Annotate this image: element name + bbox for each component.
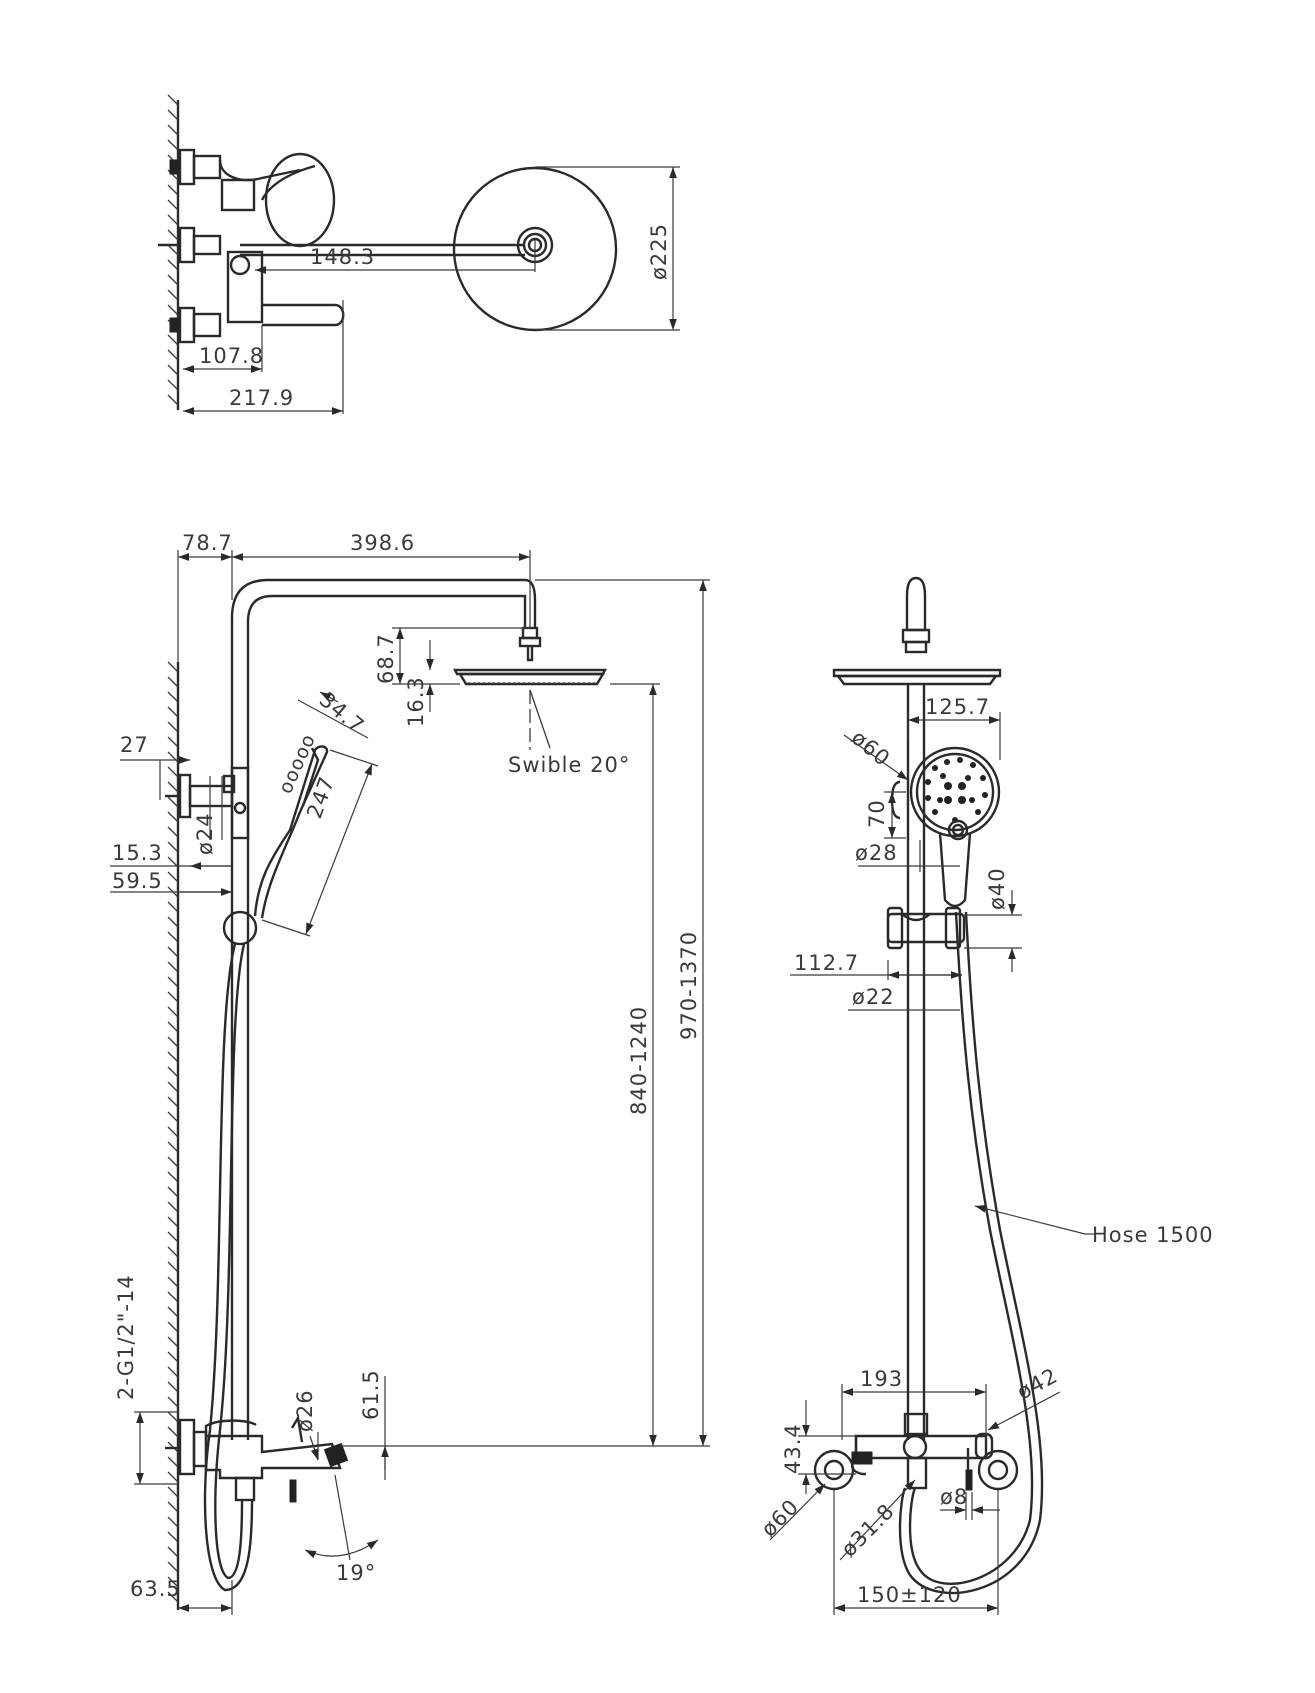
hose-side (203, 943, 254, 1592)
dim-diameter-22: ø22 (852, 985, 895, 1009)
overhead-shower-head-side (453, 626, 607, 750)
dim-840-1240: 840-1240 (627, 1006, 651, 1115)
dim-112-7: 112.7 (794, 951, 859, 975)
dim-970-1370: 970-1370 (677, 931, 701, 1040)
dim-247: 247 (302, 773, 339, 822)
overhead-shower-head-front (832, 668, 1002, 686)
dim-diameter-40: ø40 (985, 867, 1009, 910)
angle-19: 19° (336, 1561, 376, 1585)
hose-front (908, 911, 1034, 1585)
wall-hatching-side (167, 661, 179, 1603)
valve-side (165, 1414, 349, 1503)
dim-27: 27 (120, 733, 149, 757)
dim-148-3: 148.3 (310, 245, 375, 269)
dim-diameter-24: ø24 (193, 812, 217, 855)
dim-diameter-60-top: ø60 (847, 725, 895, 771)
dim-125-7: 125.7 (925, 695, 990, 719)
front-view: 125.7 ø60 70 ø28 ø40 112.7 ø22 Hose 1500… (757, 576, 1214, 1615)
wall-hatching (167, 94, 179, 406)
dim-78-7: 78.7 (182, 531, 233, 555)
dim-398-6: 398.6 (350, 531, 415, 555)
side-view: ooooo (110, 531, 710, 1615)
hand-shower-holder-side (222, 910, 258, 946)
wall-mount-middle (158, 226, 222, 264)
dim-59-5: 59.5 (112, 869, 163, 893)
dim-diameter-60-bottom: ø60 (757, 1494, 804, 1541)
dim-63-5: 63.5 (130, 1577, 181, 1601)
dim-diameter-28: ø28 (855, 841, 898, 865)
dim-61-5: 61.5 (359, 1369, 383, 1420)
swivel-label: Swible 20° (508, 753, 630, 777)
dim-150-120: 150±120 (857, 1583, 962, 1607)
dim-43-4: 43.4 (781, 1423, 805, 1474)
hose-label: Hose 1500 (1092, 1223, 1214, 1247)
dim-70: 70 (865, 799, 889, 828)
dim-diameter-42: ø42 (1013, 1363, 1062, 1404)
dim-diameter-31-8: ø31.8 (837, 1499, 900, 1562)
dim-217-9: 217.9 (229, 386, 294, 410)
dim-diameter-26: ø26 (293, 1389, 317, 1432)
hand-shower-front (909, 746, 1001, 908)
dim-68-7: 68.7 (374, 633, 398, 684)
dim-193: 193 (860, 1367, 903, 1391)
dim-diameter-8: ø8 (940, 1485, 968, 1509)
upper-wall-bracket (165, 766, 250, 840)
dim-107-8: 107.8 (199, 344, 264, 368)
valve-front (813, 1412, 1019, 1491)
dim-diameter-225: ø225 (647, 223, 671, 280)
hand-shower-holder-front (886, 906, 966, 950)
dim-16-3: 16.3 (404, 676, 428, 727)
top-view: 148.3 107.8 217.9 ø225 (158, 94, 680, 415)
wall-mount-upper (169, 148, 222, 186)
riser-pipe-outer (230, 578, 537, 1440)
mixer-top (218, 152, 345, 327)
wall-mount-lower (169, 306, 222, 344)
hand-shower-side: ooooo (253, 730, 329, 919)
dim-15-3: 15.3 (112, 841, 163, 865)
thread-spec: 2-G1/2"-14 (114, 1274, 138, 1400)
